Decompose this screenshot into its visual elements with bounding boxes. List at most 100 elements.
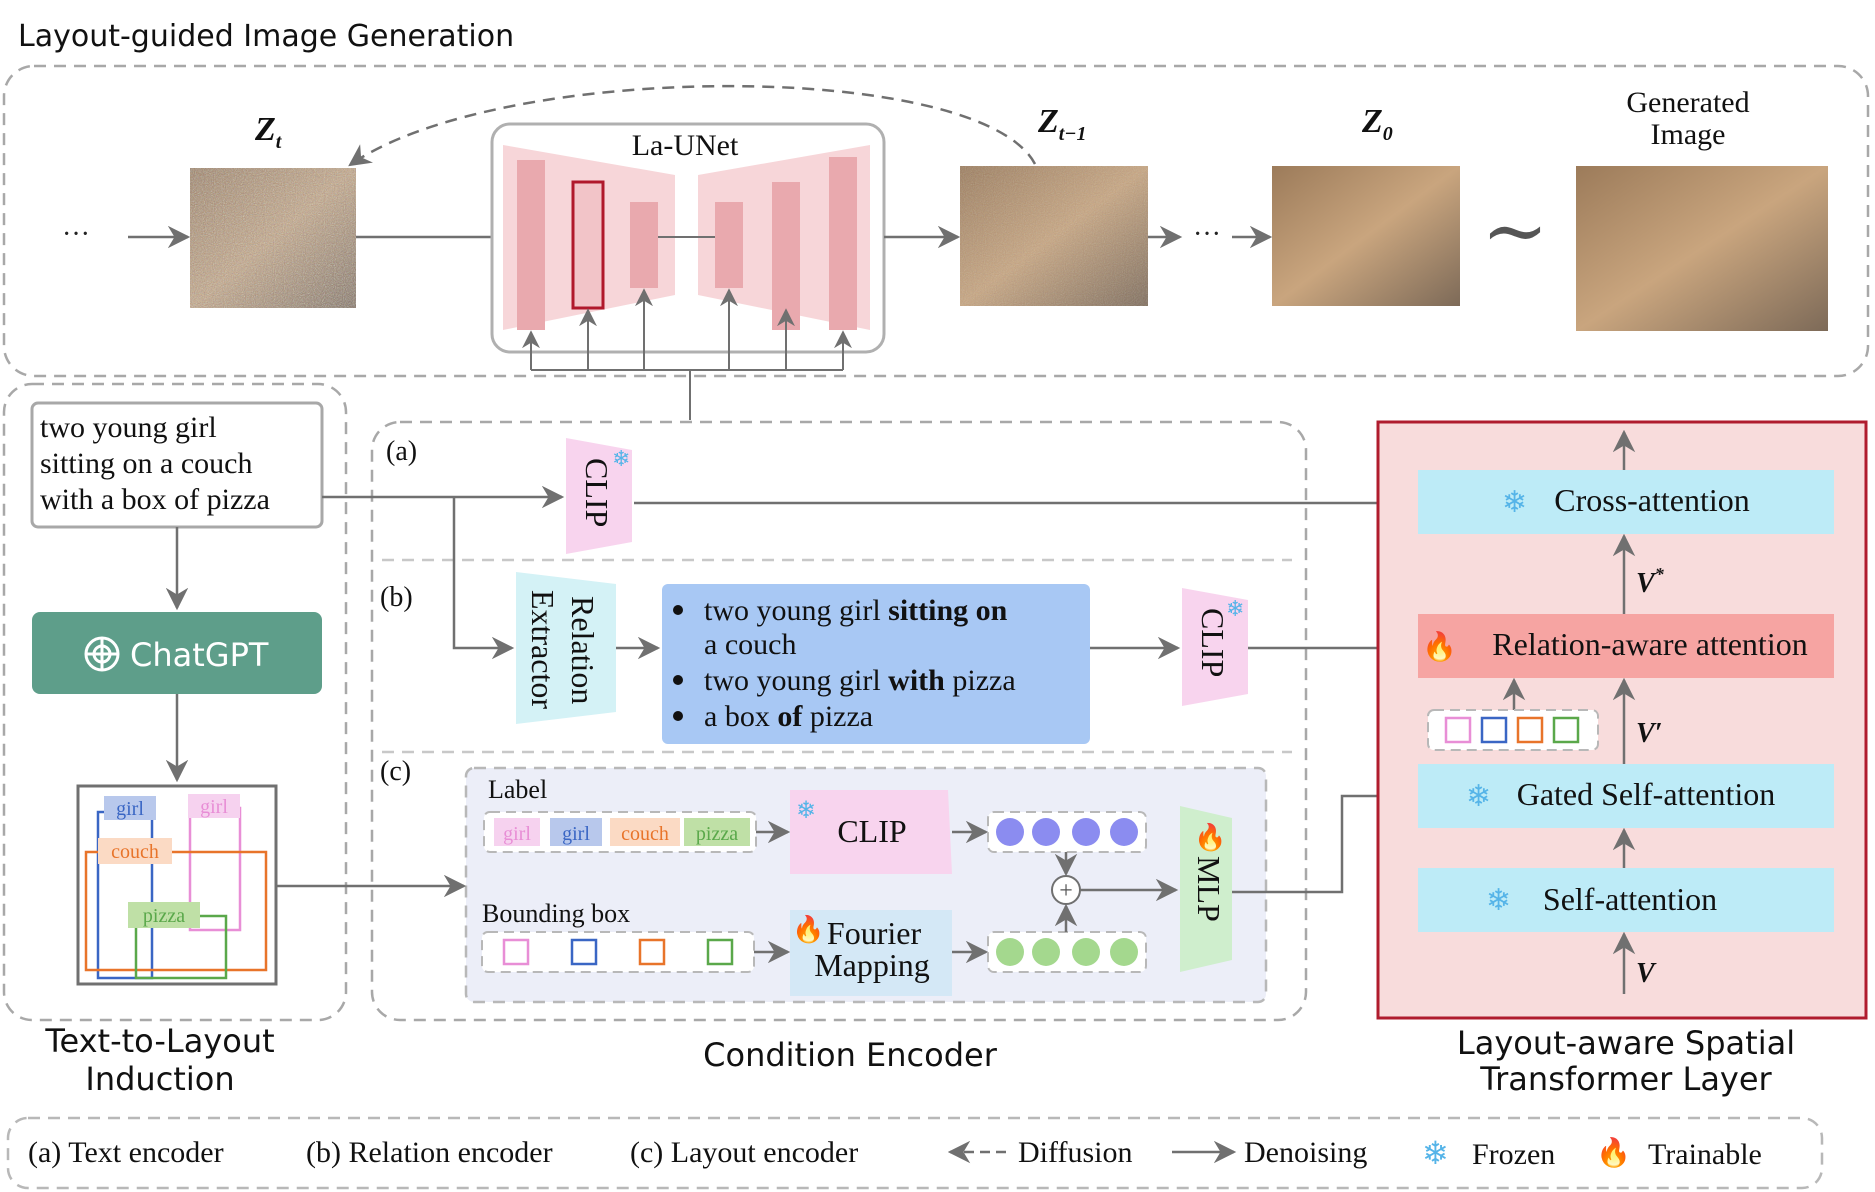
cross-attention-block (1418, 470, 1834, 534)
cross-attention-label: Cross-attention (1554, 482, 1750, 518)
clip-b-label: CLIP (1195, 608, 1231, 677)
bbox-icon-pink (502, 938, 530, 966)
transformer-bbox-pink (1444, 716, 1472, 744)
mlp-trainable-icon: 🔥 (1194, 822, 1226, 852)
bbox-embedding-1 (996, 938, 1024, 966)
zt1-image (960, 166, 1148, 306)
layout-chip-couch-label: couch (111, 841, 159, 863)
legend-box (6, 1116, 1824, 1190)
chatgpt-logo-icon (84, 636, 120, 672)
self-attention-frozen-icon: ❄ (1486, 884, 1511, 917)
layout-chip-pizza-label: pizza (143, 905, 185, 927)
prompt-line-1: two young girl (40, 411, 217, 444)
tag-c: (c) (380, 756, 411, 787)
label-chip-pizza-text: pizza (696, 823, 738, 845)
legend-trainable-icon: 🔥 (1596, 1136, 1631, 1169)
z0-image (1272, 166, 1460, 306)
relation-bullet-3 (673, 711, 683, 721)
unet-block-1 (517, 160, 545, 330)
chatgpt-label: ChatGPT (130, 636, 269, 674)
bbox-embedding-4 (1110, 938, 1138, 966)
self-attention-block (1418, 868, 1834, 932)
condition-encoder-panel (370, 420, 1308, 1022)
legend-text-encoder: (a) Text encoder (28, 1136, 224, 1169)
generated-label-2: Image (1651, 118, 1726, 151)
unet-block-3 (630, 202, 658, 288)
prompt-line-3: with a box of pizza (40, 483, 270, 516)
clip-b-frozen-icon: ❄ (1226, 596, 1244, 621)
bbox-icon-blue (570, 938, 598, 966)
clip-c-frozen-icon: ❄ (796, 798, 816, 824)
label-embedding-4 (1110, 818, 1138, 846)
unet-condition-feeds (522, 288, 852, 420)
relation-bullet-2 (673, 675, 683, 685)
section-title-text-to-layout-2: Induction (85, 1060, 234, 1098)
relation-item-1-cont: a couch (704, 628, 796, 661)
transformer-bbox-orange (1516, 716, 1544, 744)
bbox-embedding-2 (1032, 938, 1060, 966)
legend-frozen: Frozen (1472, 1138, 1555, 1171)
relation-aware-attention-block (1418, 614, 1834, 678)
gated-attention-frozen-icon: ❄ (1466, 780, 1491, 813)
label-chip-girl-pink (494, 818, 540, 846)
label-chip-couch-text: couch (621, 823, 669, 845)
tag-b: (b) (380, 582, 413, 613)
relation-item-2: two young girl with pizza (704, 664, 1016, 697)
plus-symbol: + (1059, 878, 1073, 904)
la-unet-label: La-UNet (632, 129, 739, 162)
fourier-mapping-box (790, 910, 952, 996)
zt-label: Zt (254, 111, 283, 153)
layout-chip-girl-pink-label: girl (200, 796, 228, 818)
chatgpt-box (32, 612, 322, 694)
dots-mid: ··· (1193, 219, 1221, 250)
legend-diffusion: Diffusion (1018, 1136, 1132, 1169)
legend-frozen-icon: ❄ (1422, 1135, 1449, 1171)
clip-a-label: CLIP (579, 458, 615, 527)
section-title-condition-encoder: Condition Encoder (703, 1036, 998, 1074)
zt1-label: Zt−1 (1037, 103, 1086, 145)
transformer-bbox-icons-box (1427, 709, 1599, 751)
label-chip-girl-pink-text: girl (503, 823, 531, 845)
label-embedding-1 (996, 818, 1024, 846)
legend-layout-encoder: (c) Layout encoder (630, 1136, 858, 1169)
label-chip-couch (610, 818, 680, 846)
layout-chip-girl-blue-label: girl (116, 798, 144, 820)
layout-bbox-couch (84, 850, 268, 972)
layout-chip-girl-pink (188, 794, 240, 818)
tag-a: (a) (386, 436, 417, 467)
clip-a-shape (566, 438, 632, 554)
section-title-text-to-layout-1: Text-to-Layout (44, 1022, 274, 1060)
dots-left: ··· (62, 219, 90, 250)
relation-list: two young girl sitting on a couch two yo… (673, 594, 1016, 733)
fourier-label-2: Mapping (814, 947, 930, 983)
legend-denoising: Denoising (1244, 1136, 1367, 1169)
mlp-label: MLP (1191, 856, 1227, 922)
bbox-icon-green (706, 938, 734, 966)
label-chip-pizza (684, 818, 750, 846)
label-title: Label (488, 775, 547, 804)
arrow-prompt-to-relation-extractor (452, 497, 515, 660)
transformer-bbox-green (1552, 716, 1580, 744)
tilde-symbol: ∼ (1481, 188, 1548, 276)
gated-self-attention-label: Gated Self-attention (1517, 776, 1776, 812)
label-embedding-2 (1032, 818, 1060, 846)
clip-a-frozen-icon: ❄ (612, 446, 630, 471)
clip-c-shape (790, 790, 952, 874)
transformer-bbox-blue (1480, 716, 1508, 744)
bbox-icons-box (481, 931, 755, 973)
v-prime-label: V′ (1636, 718, 1663, 749)
bbox-title: Bounding box (482, 899, 630, 928)
relation-extractor-label-1: Relation (565, 596, 601, 704)
layout-chip-couch (98, 838, 172, 864)
fourier-trainable-icon: 🔥 (792, 914, 824, 944)
legend-trainable: Trainable (1648, 1138, 1762, 1171)
clip-c-label: CLIP (837, 813, 906, 849)
relation-attention-trainable-icon: 🔥 (1422, 630, 1457, 663)
fourier-label-1: Fourier (827, 915, 922, 951)
relation-item-1: two young girl sitting on (704, 594, 1008, 627)
v-star-label: V* (1636, 564, 1665, 599)
z0-label: Z0 (1361, 103, 1393, 145)
top-dashed-panel (2, 64, 1870, 378)
bbox-icon-orange (638, 938, 666, 966)
